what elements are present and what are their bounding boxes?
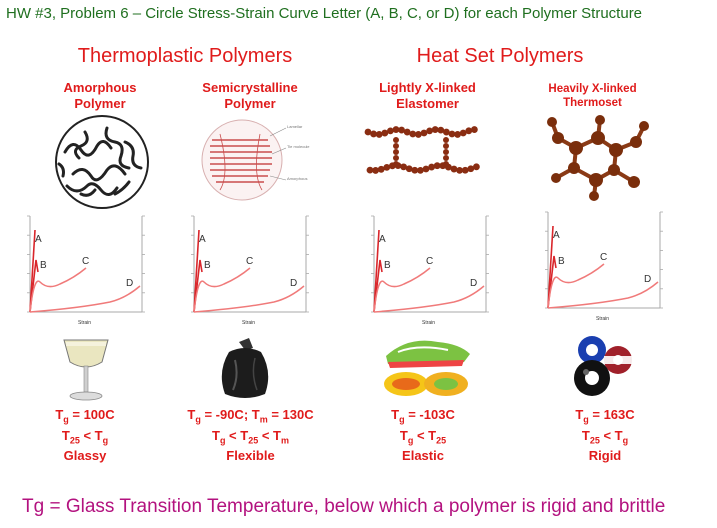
tg-line: Tg = 100C	[55, 407, 115, 425]
strain-axis-label: Strain	[596, 316, 609, 322]
curve-label-b: B	[40, 260, 47, 271]
strain-axis-label: Strain	[242, 320, 255, 326]
strain-axis-label: Strain	[422, 320, 435, 326]
curve-label-a: A	[35, 234, 42, 245]
props-amorphous: Tg = 100C T25 < Tg Glassy	[20, 407, 150, 463]
stress-strain-chart-1: A B C D Strain	[10, 208, 160, 335]
temperature-relation: Tg < T25	[399, 427, 447, 446]
col-title-amorphous: Amorphous Polymer	[40, 80, 160, 112]
col-title-line2: Thermoset	[563, 97, 622, 109]
running-shoes-image	[384, 340, 470, 396]
elastomer-structure-illustration	[364, 126, 480, 174]
curve-label-b: B	[558, 256, 565, 267]
svg-text:Amorphous: Amorphous	[287, 176, 307, 181]
col-title-line2: Polymer	[224, 96, 276, 111]
curve-label-a: A	[199, 234, 206, 245]
svg-text:Lamellar: Lamellar	[287, 124, 303, 129]
billiard-balls-image	[574, 336, 632, 396]
curve-label-c: C	[426, 256, 433, 267]
col-title-elastomer: Lightly X-linked Elastomer	[360, 80, 495, 112]
curve-label-c: C	[82, 256, 89, 267]
stress-strain-svg: A B C D Strain	[371, 215, 489, 326]
temperature-relation: T25 < Tg	[61, 427, 109, 446]
stress-strain-chart-4: A B C D Strain	[528, 204, 678, 331]
col-title-line1: Heavily X-linked	[548, 83, 637, 95]
state-label: Glassy	[63, 448, 107, 464]
stress-strain-chart-3: A B C D Strain	[354, 208, 504, 335]
strain-axis-label: Strain	[78, 320, 91, 326]
stress-strain-chart-2: A B C D Strain	[174, 208, 324, 335]
col-title-semicrystalline: Semicrystalline Polymer	[185, 80, 315, 112]
temperature-relation: T25 < Tg	[581, 427, 629, 446]
col-title-thermoset: Heavily X-linked Thermoset	[525, 82, 660, 110]
curve-label-a: A	[553, 230, 560, 241]
col-title-line1: Amorphous	[63, 80, 137, 95]
tg-line: Tg = 163C	[575, 407, 635, 425]
wine-glass-image	[63, 339, 109, 401]
temperature-relation: Tg < T25 < Tm	[211, 427, 289, 446]
curve-label-b: B	[204, 260, 211, 271]
curve-label-d: D	[470, 278, 477, 289]
footer-definition: Tg = Glass Transition Temperature, below…	[22, 496, 666, 517]
svg-text:Tie molecule: Tie molecule	[287, 144, 310, 149]
stress-strain-svg: A B C D Strain	[545, 211, 663, 322]
curve-label-a: A	[379, 234, 386, 245]
state-label: Rigid	[588, 448, 622, 464]
curve-label-d: D	[290, 278, 297, 289]
group-title-thermoplastic: Thermoplastic Polymers	[77, 45, 293, 67]
stress-strain-svg: A B C D Strain	[191, 215, 309, 326]
state-label: Flexible	[226, 448, 275, 464]
curve-label-c: C	[246, 256, 253, 267]
props-semicrystalline: Tg = -90C; Tm = 130C Tg < T25 < Tm Flexi…	[168, 407, 333, 463]
trash-bag-image	[221, 338, 269, 398]
tg-line: Tg = -103C	[391, 407, 455, 425]
page-header: HW #3, Problem 6 – Circle Stress-Strain …	[6, 5, 643, 22]
curve-label-d: D	[126, 278, 133, 289]
stress-strain-svg: A B C D Strain	[27, 215, 145, 326]
props-thermoset: Tg = 163C T25 < Tg Rigid	[540, 407, 670, 463]
col-title-line1: Semicrystalline	[202, 80, 298, 95]
col-title-line1: Lightly X-linked	[379, 80, 476, 95]
amorphous-structure-illustration	[55, 115, 149, 209]
tg-line: Tg = -90C; Tm = 130C	[187, 407, 314, 425]
state-label: Elastic	[402, 448, 444, 464]
group-title-heat-set: Heat Set Polymers	[416, 45, 584, 67]
col-title-line2: Polymer	[74, 96, 126, 111]
thermoset-structure-illustration	[547, 115, 649, 201]
col-title-line2: Elastomer	[396, 96, 459, 111]
props-elastomer: Tg = -103C Tg < T25 Elastic	[358, 407, 488, 463]
curve-label-d: D	[644, 274, 651, 285]
curve-label-b: B	[384, 260, 391, 271]
curve-label-c: C	[600, 252, 607, 263]
